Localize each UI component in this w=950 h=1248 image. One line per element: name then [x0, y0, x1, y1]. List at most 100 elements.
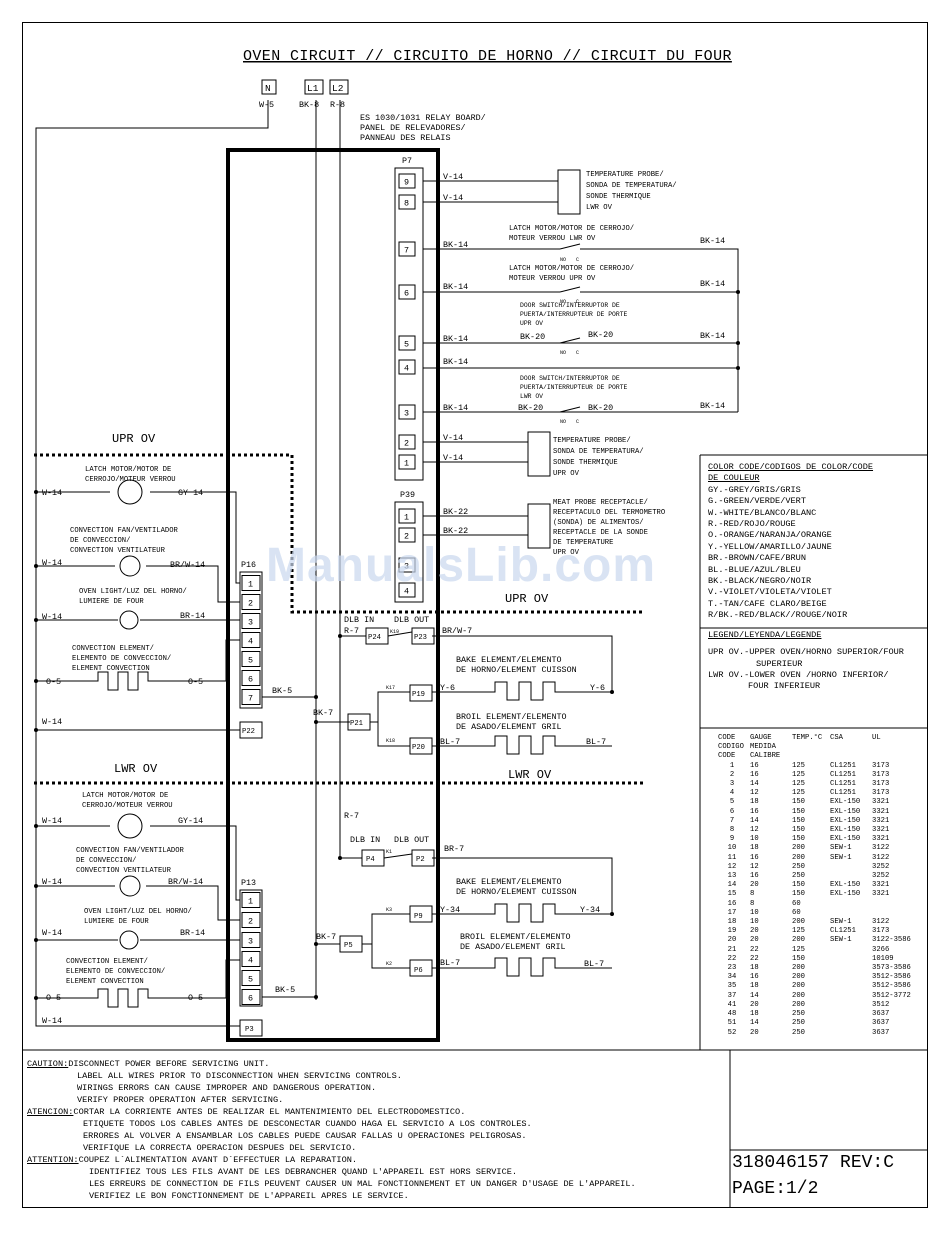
code-table-cell: 22	[750, 945, 759, 954]
code-table-cell	[830, 863, 872, 872]
code-table-cell: EXL-150	[830, 835, 861, 844]
wire-w14-l1: W-14	[42, 816, 62, 826]
code-table-cell: 3173	[872, 770, 890, 779]
code-table-cell: 150	[792, 798, 805, 807]
code-table-cell: 200	[792, 936, 805, 945]
code-table-cell: SEW-1	[830, 844, 852, 853]
color-code-title-2: DE COULEUR	[708, 473, 760, 484]
code-table-cell: 3637	[872, 1010, 890, 1019]
attention-line-2: IDENTIFIEZ TOUS LES FILS AVANT DE LES DE…	[89, 1167, 518, 1177]
code-table-cell	[830, 872, 872, 881]
dlb-out-upper: DLB OUT	[394, 615, 429, 625]
watermark: ManualsLib.com	[266, 539, 657, 592]
code-table-cell: 3321	[872, 835, 890, 844]
code-table-cell: 60	[792, 899, 801, 908]
code-table-header-line: CODE	[718, 734, 736, 742]
p7-pins-pin-label: 1	[404, 459, 409, 469]
p39-pins-pin-box	[398, 527, 416, 543]
p7-pins-pin-label: 8	[404, 199, 409, 209]
wire-brw14-l: BR/W-14	[168, 877, 203, 887]
temp-probe-lwr-4: LWR OV	[586, 204, 613, 212]
code-table-cell: 10	[750, 918, 759, 927]
code-table-cell: 150	[792, 816, 805, 825]
upr-conv-el-1: CONVECTION ELEMENT/	[72, 645, 154, 653]
code-table-cell: 18	[750, 964, 759, 973]
wire-w14-u1: W-14	[42, 488, 62, 498]
code-table-cell: 125	[792, 945, 805, 954]
code-table-cell: 3252	[872, 872, 890, 881]
wire-bk5-u: BK-5	[272, 686, 292, 696]
attention-line-4: VERIFIEZ LE BON FONCTIONNEMENT DE L'APPA…	[89, 1191, 409, 1201]
code-table-cell: 200	[792, 991, 805, 1000]
code-table-cell: SEW-1	[830, 918, 852, 927]
wire-w14-l3: W-14	[42, 928, 62, 938]
legend-lwr-line: LWR OV.-LOWER OVEN /HORNO INFERIOR/	[708, 669, 889, 680]
lwr-broil-2: DE ASADO/ELEMENT GRIL	[460, 942, 566, 952]
wire-bk20-5a: BK-20	[520, 332, 545, 342]
p39-pins-pin-label: 1	[404, 513, 409, 523]
code-table-cell: 60	[792, 908, 801, 917]
code-table-cell	[830, 1029, 872, 1038]
code-table-cell: 3122	[872, 844, 890, 853]
p39-pins-pin-box	[398, 582, 416, 598]
code-table-cell: 14	[750, 1019, 759, 1028]
p13-pins-pin-box	[241, 989, 261, 1005]
meat-probe-4: RECEPTACLE DE LA SONDE	[553, 529, 648, 537]
code-table-cell: 8	[729, 826, 735, 835]
terminal-l2: L2	[332, 83, 344, 94]
connector-p13-label: P13	[241, 878, 256, 888]
code-table-cell: 200	[792, 853, 805, 862]
code-table-cell: 150	[792, 826, 805, 835]
caution-label: CAUTION:	[27, 1059, 69, 1069]
relay-p9: P9	[414, 913, 423, 921]
code-table-cell	[830, 900, 872, 909]
code-table-cell: 11	[727, 853, 737, 862]
p16-pins-pin-label: 3	[248, 618, 253, 628]
code-table-cell: 14	[750, 816, 759, 825]
code-table-cell: 200	[792, 918, 805, 927]
code-table-cell	[830, 946, 872, 955]
switch-no-2: NO	[560, 299, 566, 305]
code-table-cell: 48	[727, 1010, 737, 1019]
code-table-cell: 18	[750, 1010, 759, 1019]
code-table-cell: 125	[792, 927, 805, 936]
wire-w14-u2: W-14	[42, 558, 62, 568]
code-table-cell: 200	[792, 973, 805, 982]
upr-conv-el-3: ELEMENT CONVECTION	[72, 665, 150, 673]
code-table-header-line: MEDIDA	[750, 743, 776, 752]
code-table-cell: 16	[750, 807, 759, 816]
code-table-cell: 125	[792, 789, 805, 798]
p13-pins-pin-label: 4	[248, 956, 253, 966]
code-table-cell: 20	[750, 1028, 759, 1037]
wire-brw14-u: BR/W-14	[170, 560, 205, 570]
p16-pins-pin-box	[241, 613, 261, 629]
code-table-cell: 125	[792, 780, 805, 789]
terminal-l2-wire: R-8	[330, 100, 345, 110]
atencion-line-4: VERIFIQUE LA CORRECTA OPERACION DESPUES …	[83, 1143, 357, 1153]
color-code-item: R.-RED/ROJO/ROUGE	[708, 519, 796, 530]
code-table-header-line: CALIBRE	[750, 752, 781, 761]
wire-v14-2: V-14	[443, 433, 463, 443]
p7-pins-pin-label: 7	[404, 246, 409, 256]
code-table-cell: 250	[792, 1028, 805, 1037]
caution-line-3: WIRINGS ERRORS CAN CAUSE IMPROPER AND DA…	[77, 1083, 377, 1093]
color-code-item: G.-GREEN/VERDE/VERT	[708, 496, 806, 507]
p7-pins-pin-box	[398, 434, 416, 450]
p7-pins-pin-label: 4	[404, 364, 409, 374]
p13-pins-pin-label: 5	[248, 975, 253, 985]
lwr-conv-el-3: ELEMENT CONVECTION	[66, 978, 144, 986]
code-table-cell: 200	[792, 964, 805, 973]
p39-pins-pin-label: 3	[404, 562, 409, 572]
switch-c-2: C	[576, 299, 579, 305]
wire-br7-l: BR-7	[444, 844, 464, 854]
p16-pins-pin-box	[241, 594, 261, 610]
relay-p22: P22	[242, 728, 255, 736]
